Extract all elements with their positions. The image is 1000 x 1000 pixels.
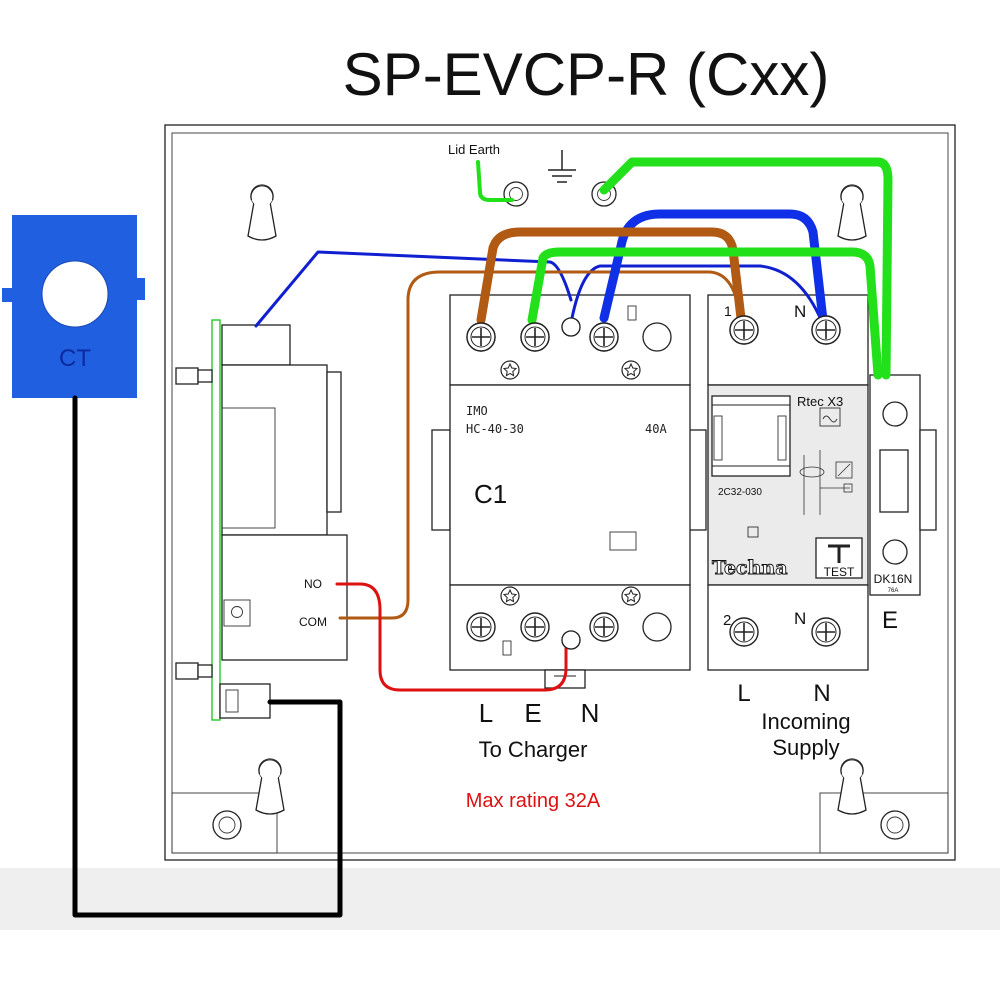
relay-com-label: COM bbox=[299, 615, 327, 629]
wire-green-earth-stud bbox=[599, 157, 893, 380]
earth-block-model: DK16N bbox=[874, 572, 913, 586]
wire-green-lid-earth bbox=[476, 160, 514, 202]
rcd-test-button-label: TEST bbox=[824, 565, 855, 579]
relay-module bbox=[175, 319, 348, 721]
contactor-brand: IMO bbox=[466, 404, 488, 418]
mounting-keyhole-top-right bbox=[837, 184, 867, 241]
wiring bbox=[72, 157, 893, 918]
rcd-terminal-1: 1 bbox=[724, 303, 732, 319]
earth-block-rating: 76A bbox=[888, 588, 899, 594]
max-rating-warning: Max rating 32A bbox=[466, 790, 601, 812]
terminal-screws-front bbox=[466, 315, 841, 650]
rcd-part-number: 2C32-030 bbox=[718, 487, 762, 498]
wire-blue-relay-feed bbox=[254, 250, 573, 328]
earth-symbol-icon bbox=[548, 150, 576, 183]
output-label-l: L bbox=[479, 698, 493, 728]
earth-block-label: E bbox=[882, 607, 898, 634]
mounting-keyhole-bottom-right bbox=[837, 758, 867, 815]
mounting-keyhole-top-left bbox=[247, 184, 277, 241]
to-charger-caption: To Charger bbox=[479, 737, 588, 762]
rcd-terminal-n-bottom: N bbox=[794, 609, 806, 628]
mounting-hole-bottom-left bbox=[212, 810, 242, 840]
rcd-model: Rtec X3 bbox=[797, 394, 843, 409]
diagram-title: SP-EVCP-R (Cxx) bbox=[343, 41, 830, 108]
rcd-terminal-n-top: N bbox=[794, 302, 806, 321]
incoming-label-n: N bbox=[813, 680, 830, 707]
contactor-designation: C1 bbox=[474, 479, 507, 509]
bottom-band bbox=[0, 868, 1000, 930]
rcd-brand-logo: Techna bbox=[712, 557, 788, 579]
incoming-supply-caption-1: Incoming bbox=[761, 709, 850, 734]
wire-red-no bbox=[335, 582, 568, 692]
output-label-n: N bbox=[581, 698, 600, 728]
wire-brown-line-main bbox=[476, 227, 746, 325]
ct-lead-wire bbox=[72, 395, 343, 918]
ct-sensor bbox=[2, 215, 145, 398]
ct-label: CT bbox=[59, 345, 91, 372]
wire-brown-com bbox=[338, 270, 742, 620]
rcd-terminal-2: 2 bbox=[723, 612, 731, 629]
incoming-label-l: L bbox=[737, 680, 750, 707]
rcd-module bbox=[707, 294, 869, 671]
contactor-model: HC-40-30 bbox=[466, 422, 524, 436]
contactor-c1 bbox=[431, 294, 707, 689]
mounting-keyhole-bottom-left bbox=[255, 758, 285, 815]
mounting-hole-bottom-right bbox=[880, 810, 910, 840]
output-label-e: E bbox=[524, 698, 541, 728]
contactor-rating: 40A bbox=[645, 422, 667, 436]
relay-no-label: NO bbox=[304, 577, 322, 591]
wire-green-earth-contactor bbox=[527, 247, 883, 380]
lid-earth-stud bbox=[503, 181, 529, 207]
lid-earth-label: Lid Earth bbox=[448, 142, 500, 157]
wire-blue-neutral-link bbox=[570, 264, 824, 324]
incoming-supply-caption-2: Supply bbox=[772, 735, 839, 760]
earth-terminal-block bbox=[869, 374, 937, 596]
